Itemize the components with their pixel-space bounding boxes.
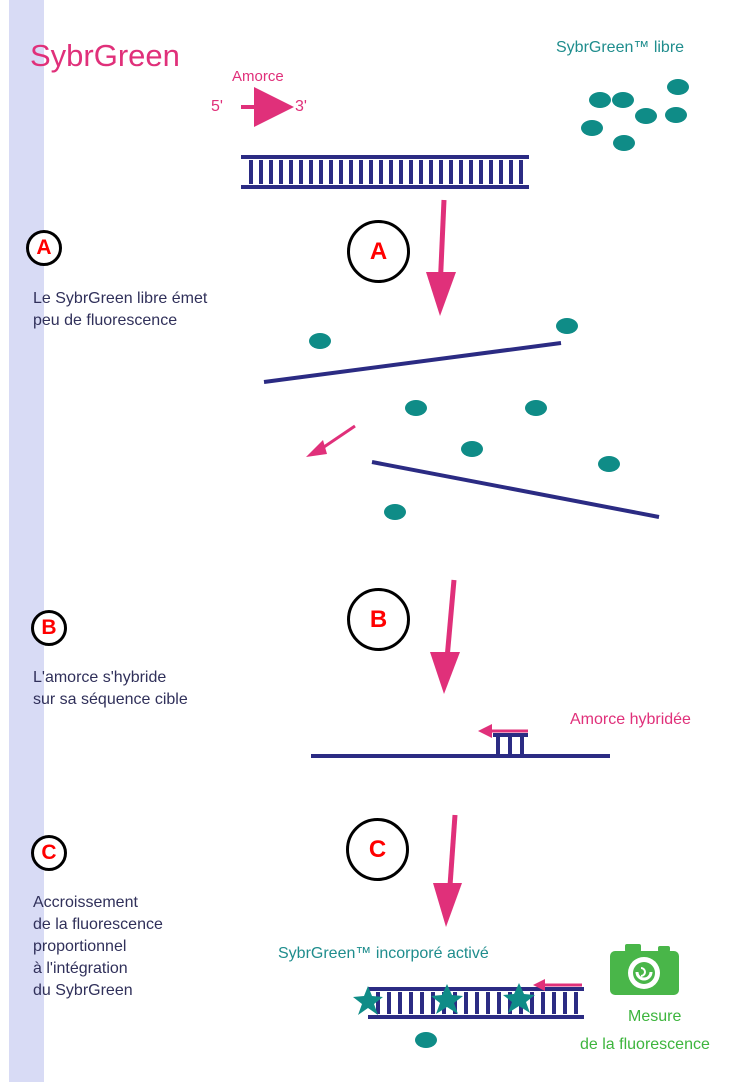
diagram-title: SybrGreen	[30, 38, 180, 73]
step-a-caption-line-2: peu de fluorescence	[33, 312, 178, 329]
step-b-caption: L'amorce s'hybride sur sa séquence cible	[33, 667, 188, 711]
diagonal-arrow-icon	[306, 424, 356, 457]
step-c-caption: Accroissement de la fluorescence proport…	[33, 892, 163, 1002]
free-sybrgreen-dots	[581, 79, 689, 151]
incorporated-sybrgreen-label: SybrGreen™ incorporé activé	[278, 945, 489, 962]
hybridization-icon	[311, 724, 610, 758]
step-a-caption: Le SybrGreen libre émet peu de fluoresce…	[33, 288, 207, 332]
step-b-caption-line-1: L'amorce s'hybride	[33, 669, 167, 686]
step-b-left-badge: B	[31, 610, 67, 646]
measurement-line-2: de la fluorescence	[580, 1036, 710, 1053]
step-b-down-arrow-icon	[430, 579, 460, 694]
free-sybrgreen-label: SybrGreen™ libre	[556, 39, 685, 56]
step-c-center-badge: C	[346, 818, 409, 881]
primer-label: Amorce	[232, 68, 284, 85]
step-c-caption-line-1: Accroissement	[33, 894, 138, 911]
extended-dna-icon	[368, 979, 584, 1019]
free-sybrgreen-dots-step-a	[309, 318, 620, 520]
step-c-caption-line-2: de la fluorescence	[33, 916, 163, 933]
camera-icon	[610, 944, 679, 995]
activated-sybrgreen-star-icon	[353, 983, 535, 1015]
step-c-caption-line-5: du SybrGreen	[33, 982, 133, 999]
hybridized-primer-label: Amorce hybridée	[570, 711, 691, 728]
step-c-left-badge: C	[31, 835, 67, 871]
step-a-left-badge: A	[26, 230, 62, 266]
step-a-caption-line-1: Le SybrGreen libre émet	[33, 290, 208, 307]
step-c-caption-line-3: proportionnel	[33, 938, 127, 955]
step-a-center-badge: A	[347, 220, 410, 283]
step-a-down-arrow-icon	[426, 199, 456, 316]
fluorescence-measurement-label: Mesure de la fluorescence	[580, 1003, 750, 1059]
step-b-caption-line-2: sur sa séquence cible	[33, 691, 188, 708]
step-c-down-arrow-icon	[433, 814, 462, 927]
measurement-line-1: Mesure	[628, 1008, 682, 1025]
free-sybrgreen-dot-step-c	[415, 1032, 437, 1048]
primer-5-prime-label: 5'	[211, 98, 223, 115]
primer-3-prime-label: 3'	[295, 98, 307, 115]
step-c-caption-line-4: à l'intégration	[33, 960, 128, 977]
double-stranded-dna-icon	[241, 155, 529, 189]
left-side-bar	[9, 0, 44, 1082]
denatured-strands-icon	[263, 341, 660, 519]
step-b-center-badge: B	[347, 588, 410, 651]
